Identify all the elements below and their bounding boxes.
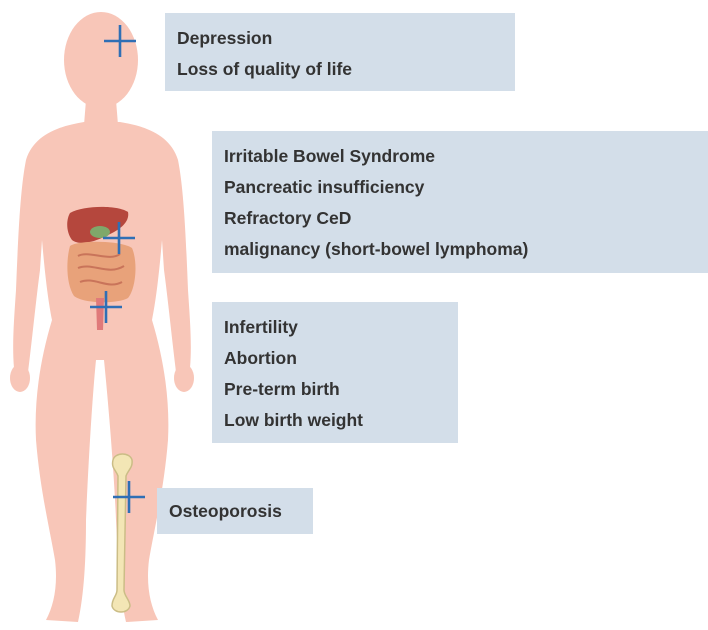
label-box-abdomen: Irritable Bowel Syndrome Pancreatic insu…	[212, 131, 708, 273]
complication-label: Refractory CeD	[224, 203, 696, 234]
complication-label: Irritable Bowel Syndrome	[224, 141, 696, 172]
label-box-leg: Osteoporosis	[157, 488, 313, 534]
complication-label: Pre-term birth	[224, 374, 446, 405]
complication-label: Pancreatic insufficiency	[224, 172, 696, 203]
label-box-pelvis: Infertility Abortion Pre-term birth Low …	[212, 302, 458, 443]
label-box-head: Depression Loss of quality of life	[165, 13, 515, 91]
complication-label: Loss of quality of life	[177, 54, 503, 85]
complication-label: Depression	[177, 23, 503, 54]
complication-label: malignancy (short-bowel lymphoma)	[224, 234, 696, 265]
complication-label: Osteoporosis	[169, 496, 301, 527]
complication-label: Low birth weight	[224, 405, 446, 436]
complication-label: Abortion	[224, 343, 446, 374]
complication-label: Infertility	[224, 312, 446, 343]
